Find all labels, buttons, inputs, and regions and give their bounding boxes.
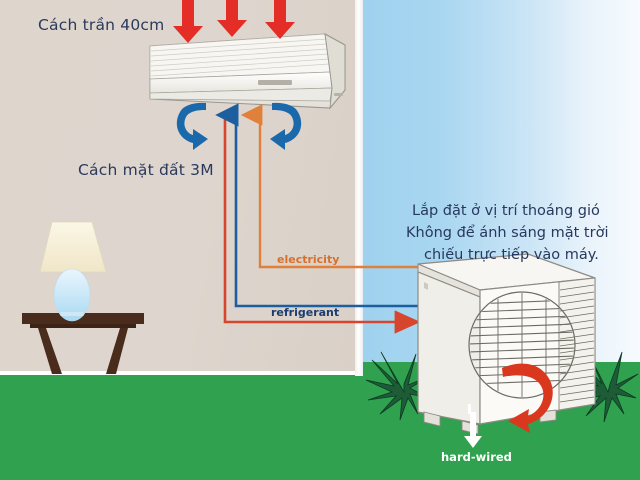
side-table-icon <box>22 313 144 374</box>
outdoor-ac-condenser-icon <box>417 253 596 435</box>
blue-swirl-arrow-icon <box>176 102 302 150</box>
label-outdoor-note-3: chiếu trực tiếp vào máy. <box>424 247 599 263</box>
refrigerant-red-pipe <box>223 113 421 334</box>
interior-ground-green <box>0 374 360 480</box>
wall-edge-divider <box>355 0 363 376</box>
white-down-arrow-icon <box>464 412 482 448</box>
label-outdoor-note-2: Không để ánh sáng mặt trời <box>406 225 609 241</box>
red-down-arrow-icon <box>173 0 295 43</box>
label-outdoor-note-1: Lắp đặt ở vị trí thoáng gió <box>412 203 600 219</box>
label-refrigerant: refrigerant <box>271 306 340 319</box>
hardwire-cable <box>468 404 471 414</box>
table-lamp-icon <box>39 221 107 322</box>
label-hard-wired: hard-wired <box>441 450 512 464</box>
refrigerant-blue-pipe <box>215 103 418 308</box>
indoor-ac-unit-icon <box>149 33 346 110</box>
label-electricity: electricity <box>277 253 340 266</box>
label-ground-clearance: Cách mặt đất 3M <box>78 161 214 179</box>
electricity-orange-pipe <box>240 104 430 269</box>
red-swirl-arrow-icon <box>502 363 553 433</box>
label-ceiling-clearance: Cách trần 40cm <box>38 16 165 34</box>
interior-ground-seam <box>0 371 360 375</box>
